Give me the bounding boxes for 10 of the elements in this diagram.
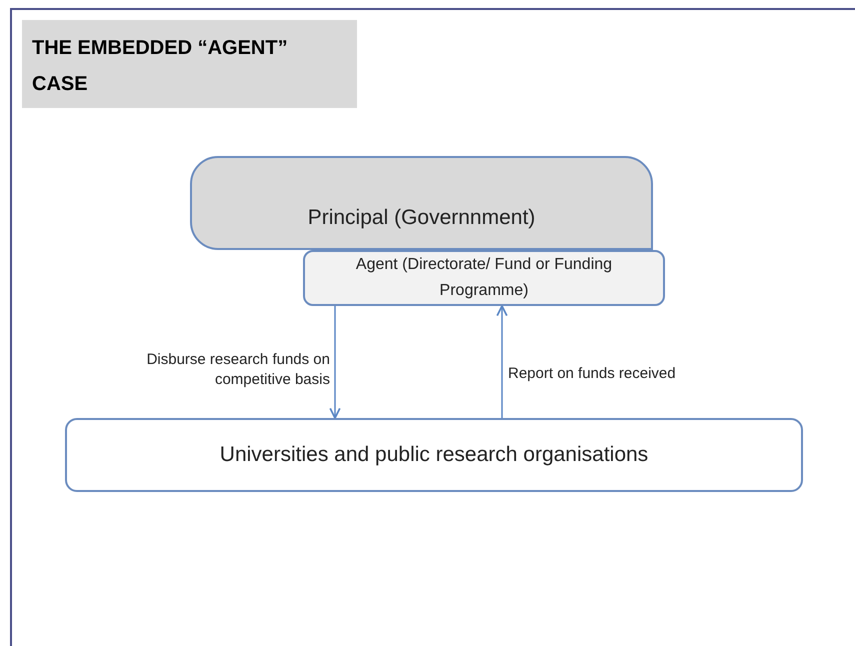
node-label: Principal (Governnment) bbox=[306, 205, 536, 231]
node-label: Agent (Directorate/ Fund or Funding Programme) bbox=[354, 255, 614, 301]
node-label: Universities and public research organisations bbox=[218, 442, 650, 468]
arrow bbox=[329, 306, 341, 419]
process-box bbox=[65, 418, 803, 492]
arrow bbox=[496, 305, 508, 418]
title: THE EMBEDDED “AGENT” CASE bbox=[32, 36, 289, 97]
process-box bbox=[303, 250, 665, 306]
process-box bbox=[190, 156, 653, 250]
edge-label: Disburse research funds on competitive basis bbox=[145, 350, 330, 390]
